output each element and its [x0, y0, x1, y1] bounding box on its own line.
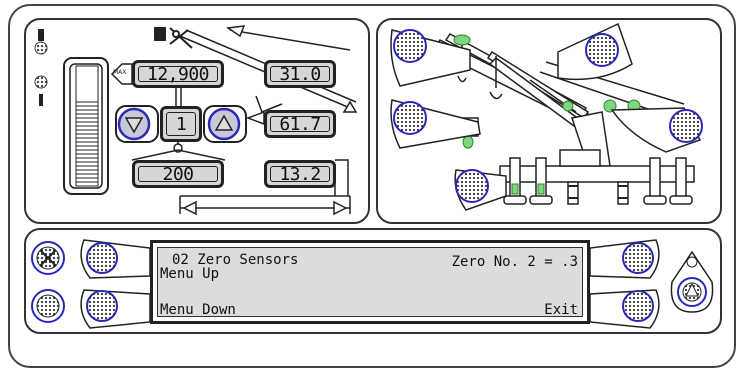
menu-title: 02 Zero Sensors — [172, 252, 299, 268]
menu-down-label: Menu Down — [160, 302, 236, 318]
menu-screen: 02 Zero Sensors Menu Up Zero No. 2 = .3 … — [157, 247, 583, 318]
warning-light-icon — [34, 29, 48, 55]
exit-label: Exit — [544, 302, 578, 318]
softkey-graphics — [31, 241, 707, 323]
light-button[interactable] — [32, 290, 64, 322]
sensor-indicators — [453, 34, 641, 195]
horn-button[interactable] — [32, 242, 64, 274]
arrow-button-graphics — [115, 105, 247, 143]
diagram-button-3[interactable] — [394, 102, 426, 134]
alarm-light-icon — [34, 75, 48, 106]
function-number-display: 1 — [160, 106, 202, 142]
menu-up-button[interactable] — [87, 243, 117, 273]
exit-button[interactable] — [623, 291, 653, 321]
outrigger-button[interactable] — [456, 170, 488, 202]
menu-up-label: Menu Up — [160, 266, 220, 282]
load-display: 12,900 — [132, 60, 224, 88]
buzzer-silence-button[interactable] — [678, 278, 706, 306]
boom-angle-display: 31.0 — [264, 60, 336, 88]
capacity-display: 200 — [132, 160, 224, 188]
crane-boom-icon — [154, 27, 193, 49]
zero-reading: Zero No. 2 = .3 — [451, 254, 578, 270]
diagram-button-1[interactable] — [394, 30, 426, 62]
function-down-button[interactable] — [119, 109, 149, 139]
radius-display: 13.2 — [264, 160, 336, 188]
max-label: MAX — [113, 69, 127, 76]
select-button[interactable] — [623, 243, 653, 273]
function-up-button[interactable] — [209, 109, 239, 139]
diagram-button-2[interactable] — [586, 34, 618, 66]
menu-lcd: 02 Zero Sensors Menu Up Zero No. 2 = .3 … — [150, 240, 590, 324]
diagram-button-4[interactable] — [670, 110, 702, 142]
boom-length-display: 61.7 — [264, 110, 336, 138]
diagram-buttons — [393, 29, 703, 203]
console-frame — [8, 4, 736, 368]
menu-down-button[interactable] — [87, 291, 117, 321]
load-bar-graph — [63, 57, 109, 195]
